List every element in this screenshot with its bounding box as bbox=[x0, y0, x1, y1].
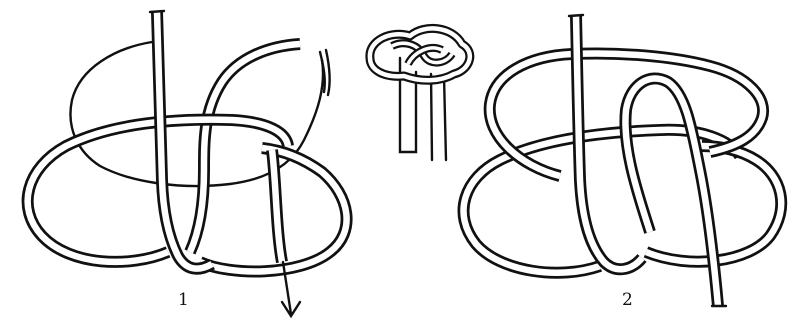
figure-1-label: 1 bbox=[178, 292, 189, 309]
figure-2-label: 2 bbox=[622, 292, 633, 309]
figure-1-knot-drawing bbox=[28, 11, 347, 316]
finished-knot-drawing bbox=[370, 28, 470, 160]
figure-2-knot-drawing bbox=[464, 15, 782, 306]
